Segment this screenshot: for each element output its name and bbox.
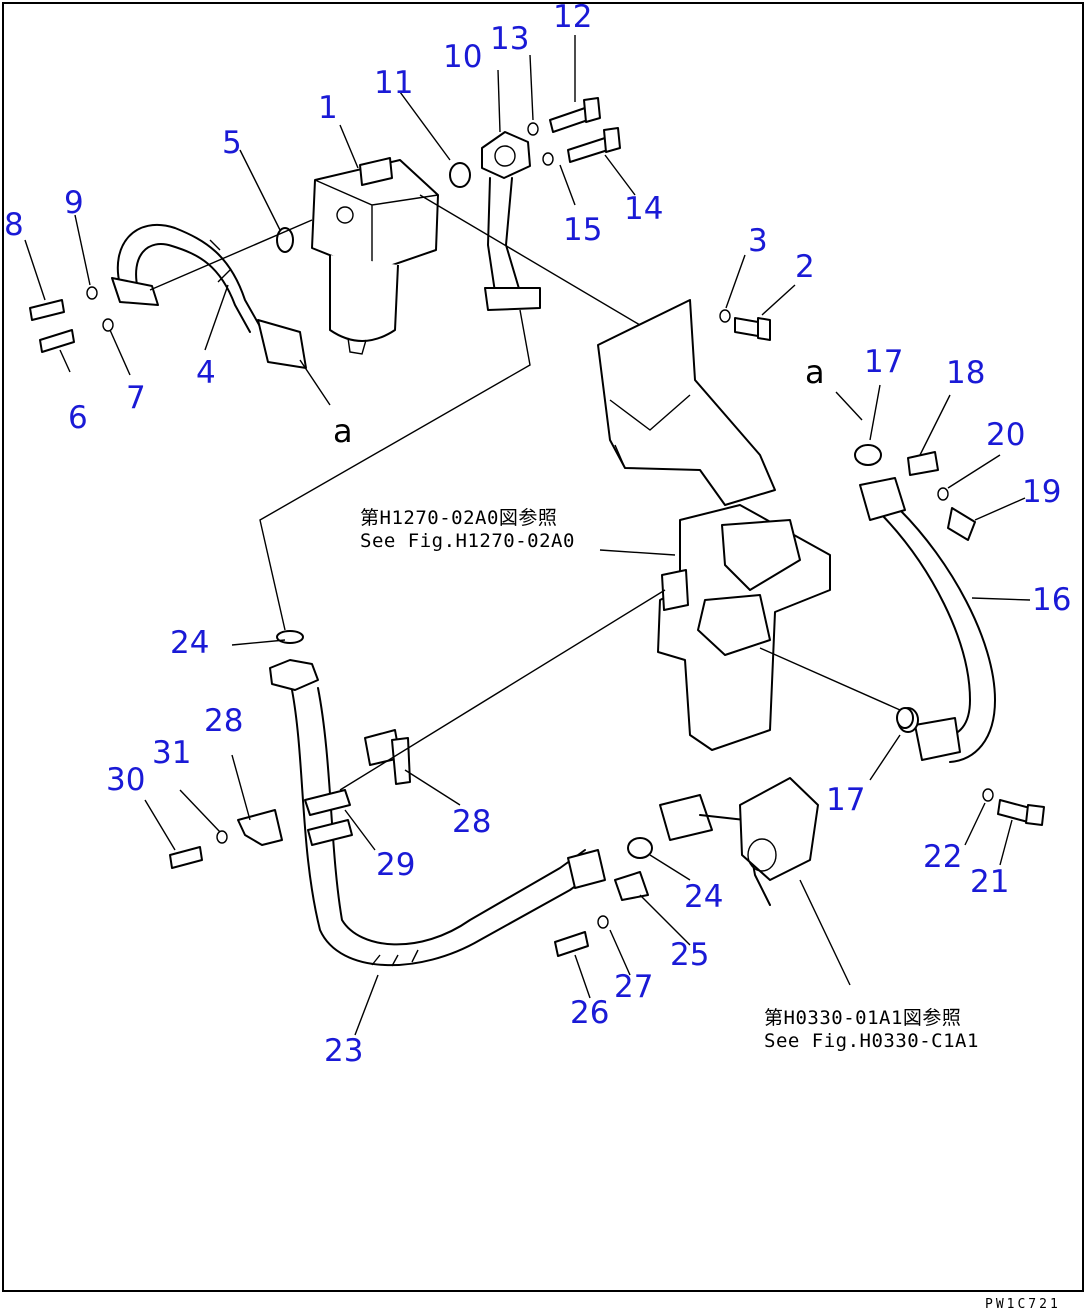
callout-28-left[interactable]: 28 bbox=[204, 703, 244, 739]
view-marker-a-left: a bbox=[333, 412, 353, 450]
leader-lines bbox=[24, 35, 1031, 1036]
callout-17-bottom[interactable]: 17 bbox=[826, 782, 866, 818]
callout-14[interactable]: 14 bbox=[624, 191, 664, 227]
callout-11[interactable]: 11 bbox=[374, 65, 414, 101]
elbow-fitting bbox=[659, 777, 819, 906]
reference-note-1[interactable]: 第H1270-02A0図参照 See Fig.H1270-02A0 bbox=[360, 507, 575, 553]
callout-24-left[interactable]: 24 bbox=[170, 625, 210, 661]
hose-23 bbox=[269, 659, 606, 967]
reference-note-1-jp: 第H1270-02A0図参照 bbox=[360, 507, 558, 529]
callout-12[interactable]: 12 bbox=[553, 0, 593, 35]
reference-note-2-jp: 第H0330-01A1図参照 bbox=[764, 1007, 962, 1029]
callout-28-right[interactable]: 28 bbox=[452, 804, 492, 840]
tube-10 bbox=[481, 131, 541, 311]
callout-1[interactable]: 1 bbox=[318, 90, 338, 126]
callout-17-top[interactable]: 17 bbox=[864, 344, 904, 380]
hose-4 bbox=[111, 223, 307, 369]
callout-10[interactable]: 10 bbox=[443, 39, 483, 75]
callout-3[interactable]: 3 bbox=[748, 223, 768, 259]
callout-27[interactable]: 27 bbox=[614, 969, 654, 1005]
callout-20[interactable]: 20 bbox=[986, 417, 1026, 453]
callout-23[interactable]: 23 bbox=[324, 1033, 364, 1069]
callout-24-right[interactable]: 24 bbox=[684, 879, 724, 915]
callout-16[interactable]: 16 bbox=[1032, 582, 1072, 618]
callout-13[interactable]: 13 bbox=[490, 21, 530, 57]
reference-note-2[interactable]: 第H0330-01A1図参照 See Fig.H0330-C1A1 bbox=[764, 1007, 979, 1053]
callout-9[interactable]: 9 bbox=[64, 185, 84, 221]
callout-21[interactable]: 21 bbox=[970, 864, 1010, 900]
reference-note-2-en: See Fig.H0330-C1A1 bbox=[764, 1030, 979, 1052]
bolts-upper bbox=[29, 97, 771, 353]
callout-4[interactable]: 4 bbox=[196, 355, 216, 391]
drawing-frame bbox=[2, 2, 1084, 1292]
reference-note-1-en: See Fig.H1270-02A0 bbox=[360, 530, 575, 552]
callout-26[interactable]: 26 bbox=[570, 995, 610, 1031]
callout-19[interactable]: 19 bbox=[1022, 474, 1062, 510]
callout-31[interactable]: 31 bbox=[152, 735, 192, 771]
view-marker-a-right: a bbox=[805, 353, 825, 391]
callout-30[interactable]: 30 bbox=[106, 762, 146, 798]
callout-8[interactable]: 8 bbox=[4, 207, 24, 243]
callout-6[interactable]: 6 bbox=[68, 400, 88, 436]
callout-7[interactable]: 7 bbox=[126, 380, 146, 416]
callout-29[interactable]: 29 bbox=[376, 847, 416, 883]
callout-2[interactable]: 2 bbox=[795, 249, 815, 285]
bracket bbox=[597, 299, 831, 751]
callout-22[interactable]: 22 bbox=[923, 839, 963, 875]
callout-25[interactable]: 25 bbox=[670, 937, 710, 973]
drawing-code: PW1C721 bbox=[985, 1297, 1061, 1312]
callout-15[interactable]: 15 bbox=[563, 212, 603, 248]
callout-18[interactable]: 18 bbox=[946, 355, 986, 391]
filter-assembly bbox=[311, 157, 439, 355]
callout-5[interactable]: 5 bbox=[222, 125, 242, 161]
